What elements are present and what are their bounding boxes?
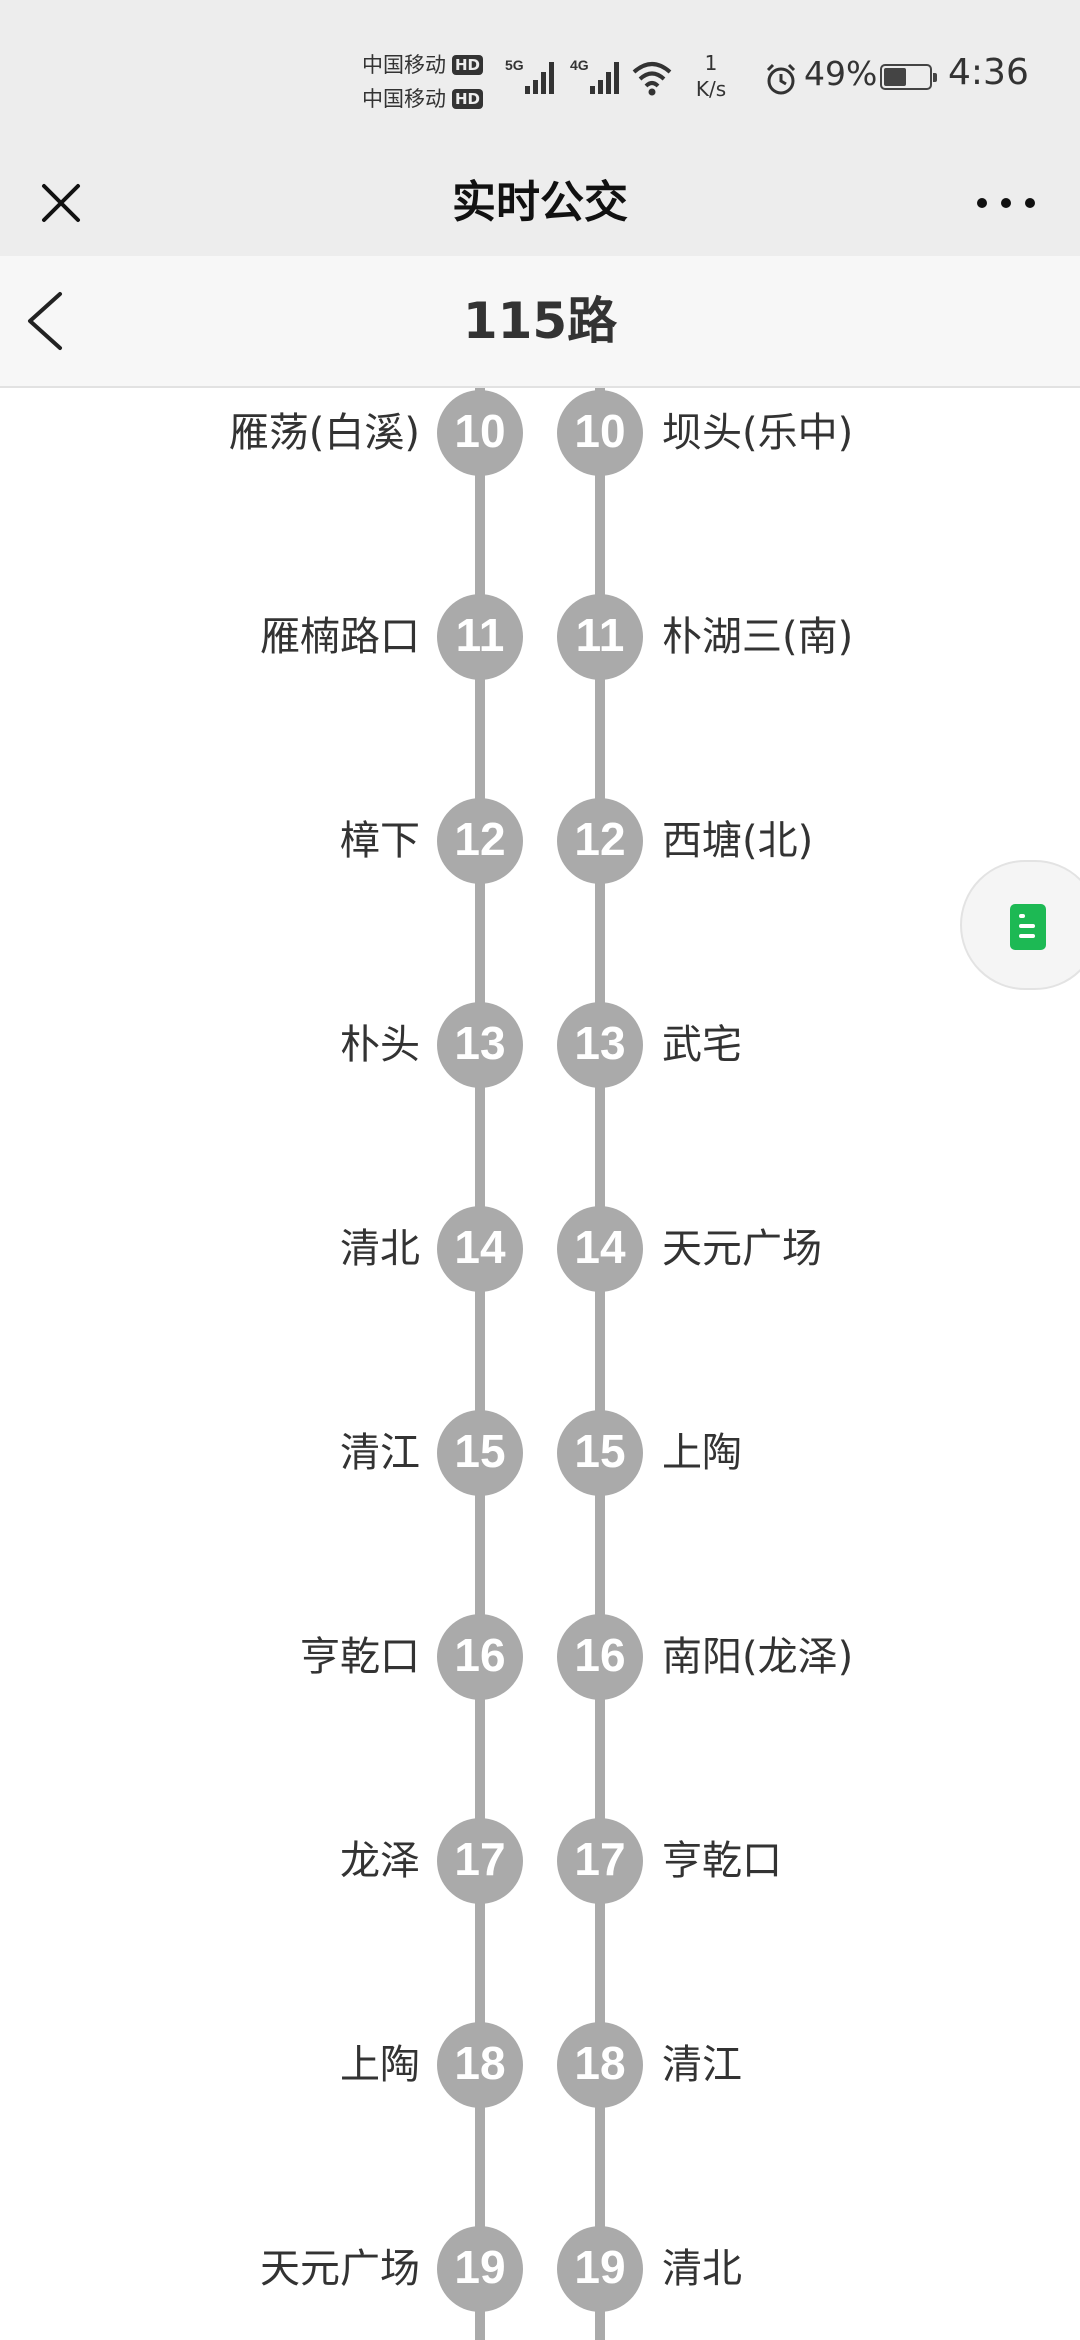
stop-name-left: 龙泽 [340, 1838, 420, 1884]
stop-number-left: 15 [437, 1410, 523, 1496]
chevron-left-icon[interactable] [16, 286, 86, 356]
stop-number-left: 14 [437, 1206, 523, 1292]
signal-2-label: 4G [570, 57, 589, 73]
stop-number-right: 19 [557, 2226, 643, 2312]
stop-row[interactable]: 朴头 13 13 武宅 [0, 1000, 1080, 1090]
page-title: 实时公交 [452, 177, 628, 228]
stop-name-left: 朴头 [340, 1022, 420, 1068]
stop-name-left: 雁荡(白溪) [228, 410, 420, 456]
battery-icon [880, 64, 937, 90]
route-line-left [475, 388, 485, 2340]
route-line-right [595, 388, 605, 2340]
wifi-icon [632, 62, 672, 96]
stop-name-left: 樟下 [340, 818, 420, 864]
signal-4g-icon: 4G [570, 57, 619, 94]
more-dots-icon[interactable] [966, 170, 1046, 236]
stop-number-left: 17 [437, 1818, 523, 1904]
stop-name-right: 西塘(北) [662, 818, 814, 864]
stop-number-right: 16 [557, 1614, 643, 1700]
stop-number-right: 10 [557, 390, 643, 476]
stop-name-left: 亨乾口 [300, 1634, 420, 1680]
document-icon [1010, 904, 1046, 950]
hd-badge: HD [452, 89, 484, 109]
stop-name-left: 天元广场 [260, 2246, 420, 2292]
stop-name-right: 武宅 [662, 1022, 742, 1068]
carrier-2: 中国移动 [362, 87, 446, 111]
stop-number-left: 16 [437, 1614, 523, 1700]
stop-number-right: 15 [557, 1410, 643, 1496]
clock: 4:36 [948, 52, 1029, 93]
stop-number-right: 12 [557, 798, 643, 884]
stop-row[interactable]: 上陶 18 18 清江 [0, 2020, 1080, 2110]
stop-name-left: 清江 [340, 1430, 420, 1476]
stop-number-left: 11 [437, 594, 523, 680]
stop-number-left: 12 [437, 798, 523, 884]
stop-name-right: 南阳(龙泽) [662, 1634, 854, 1680]
stop-list: 雁荡(白溪) 10 10 坝头(乐中) 雁楠路口 11 11 朴湖三(南) 樟下… [0, 388, 1080, 2340]
stop-number-right: 13 [557, 1002, 643, 1088]
alarm-icon [766, 63, 796, 95]
stop-row[interactable]: 清北 14 14 天元广场 [0, 1204, 1080, 1294]
stop-name-right: 坝头(乐中) [662, 410, 854, 456]
stop-number-left: 13 [437, 1002, 523, 1088]
route-title: 115路 [462, 292, 618, 350]
stop-row[interactable]: 亨乾口 16 16 南阳(龙泽) [0, 1612, 1080, 1702]
stop-name-right: 亨乾口 [662, 1838, 782, 1884]
stop-number-left: 10 [437, 390, 523, 476]
close-icon[interactable] [28, 170, 94, 236]
net-speed-unit: K/s [695, 77, 727, 101]
stop-name-right: 清江 [662, 2042, 742, 2088]
route-header: 115路 [0, 256, 1080, 388]
stop-number-right: 14 [557, 1206, 643, 1292]
nav-bar: 实时公交 [0, 150, 1080, 256]
status-bar: 中国移动 HD 中国移动 HD 5G 4G 1 K/s 49% 4:36 [0, 0, 1080, 150]
stop-name-left: 上陶 [340, 2042, 420, 2088]
carrier-1: 中国移动 [362, 53, 446, 77]
stop-number-right: 18 [557, 2022, 643, 2108]
signal-1-label: 5G [505, 57, 524, 73]
stop-name-left: 清北 [340, 1226, 420, 1272]
stop-name-left: 雁楠路口 [260, 614, 420, 660]
stop-name-right: 清北 [662, 2246, 742, 2292]
stop-row[interactable]: 雁荡(白溪) 10 10 坝头(乐中) [0, 388, 1080, 478]
signal-5g-icon: 5G [505, 57, 554, 94]
stop-number-right: 11 [557, 594, 643, 680]
stop-name-right: 上陶 [662, 1430, 742, 1476]
stop-row[interactable]: 天元广场 19 19 清北 [0, 2224, 1080, 2314]
stop-row[interactable]: 雁楠路口 11 11 朴湖三(南) [0, 592, 1080, 682]
net-speed: 1 K/s [686, 50, 736, 102]
hd-badge: HD [452, 55, 484, 75]
stop-name-right: 朴湖三(南) [662, 614, 854, 660]
net-speed-value: 1 [704, 51, 718, 75]
stop-number-right: 17 [557, 1818, 643, 1904]
stop-number-left: 18 [437, 2022, 523, 2108]
stop-row[interactable]: 樟下 12 12 西塘(北) [0, 796, 1080, 886]
stop-row[interactable]: 清江 15 15 上陶 [0, 1408, 1080, 1498]
battery-percent: 49% [804, 54, 878, 93]
floating-doc-button[interactable] [960, 860, 1080, 990]
carrier-info: 中国移动 HD 中国移动 HD [362, 48, 492, 116]
stop-row[interactable]: 龙泽 17 17 亨乾口 [0, 1816, 1080, 1906]
stop-name-right: 天元广场 [662, 1226, 822, 1272]
stop-number-left: 19 [437, 2226, 523, 2312]
